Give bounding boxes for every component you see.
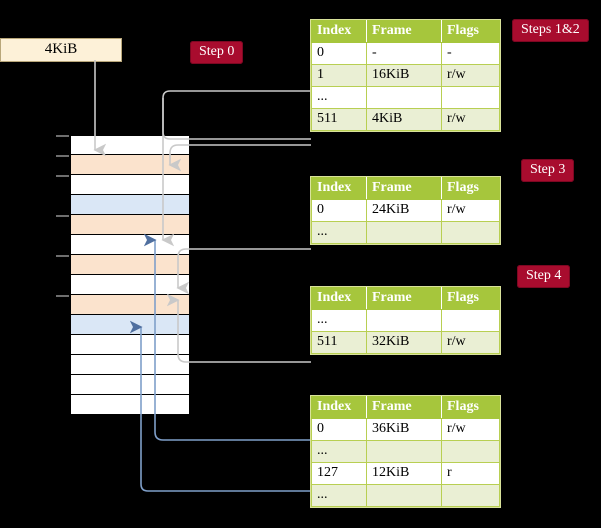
memory-frame-row-13 (70, 395, 190, 415)
memory-frame-row-7 (70, 275, 190, 295)
memory-tick-4 (56, 215, 69, 217)
badge-step-4: Step 4 (517, 265, 571, 288)
cell-frame (366, 309, 442, 332)
column-header-flags: Flags (441, 20, 500, 43)
cell-flags (441, 440, 500, 463)
badge-step-0-label: Step 0 (199, 44, 235, 59)
memory-frame-row-4 (70, 215, 190, 235)
cell-frame (366, 86, 442, 109)
cell-index: 1 (311, 64, 367, 87)
table-row: ... (311, 86, 500, 109)
column-header-index: Index (311, 287, 367, 310)
column-header-flags: Flags (441, 396, 500, 419)
cell-frame (366, 221, 442, 244)
badge-step-3: Step 3 (521, 159, 575, 182)
memory-frame-row-11 (70, 355, 190, 375)
column-header-frame: Frame (366, 20, 442, 43)
table-row: ... (311, 484, 500, 507)
cell-frame (366, 440, 442, 463)
badge-step-0: Step 0 (190, 41, 244, 64)
cell-index: ... (311, 309, 367, 332)
memory-frame-row-10 (70, 335, 190, 355)
cell-index: ... (311, 440, 367, 463)
badge-steps-1-2: Steps 1&2 (512, 19, 589, 42)
memory-tick-8 (56, 295, 69, 297)
cell-flags: r/w (441, 331, 500, 354)
cell-flags: - (441, 42, 500, 65)
memory-frame-row-3 (70, 195, 190, 215)
cell-index: 511 (311, 331, 367, 354)
column-header-flags: Flags (441, 177, 500, 200)
cell-index: ... (311, 86, 367, 109)
memory-frame-row-6 (70, 255, 190, 275)
cell-frame: 12KiB (366, 462, 442, 485)
cell-index: 0 (311, 199, 367, 222)
cell-index: 0 (311, 418, 367, 441)
cell-flags: r/w (441, 199, 500, 222)
table-row: 0-- (311, 42, 500, 65)
memory-tick-0 (56, 135, 69, 137)
cell-flags: r/w (441, 64, 500, 87)
table-row: ... (311, 440, 500, 463)
cell-frame: 36KiB (366, 418, 442, 441)
memory-tick-1 (56, 155, 69, 157)
memory-tick-2 (56, 175, 69, 177)
cell-frame: 16KiB (366, 64, 442, 87)
badge-step-3-label: Step 3 (530, 162, 566, 177)
badge-step-4-label: Step 4 (526, 268, 562, 283)
physical-memory-column (56, 135, 190, 415)
cell-index: 127 (311, 462, 367, 485)
table-row: ... (311, 309, 500, 332)
column-header-frame: Frame (366, 287, 442, 310)
cell-index: ... (311, 221, 367, 244)
memory-frame-row-1 (70, 155, 190, 175)
memory-frame-row-8 (70, 295, 190, 315)
memory-tick-6 (56, 255, 69, 257)
cell-flags: r/w (441, 108, 500, 131)
column-header-index: Index (311, 177, 367, 200)
cell-flags: r (441, 462, 500, 485)
cell-frame: - (366, 42, 442, 65)
cell-frame (366, 484, 442, 507)
cr3-register-label: 4KiB (44, 41, 78, 57)
memory-frame-row-5 (70, 235, 190, 255)
badge-steps-1-2-label: Steps 1&2 (521, 22, 580, 37)
cell-flags (441, 86, 500, 109)
cell-flags: r/w (441, 418, 500, 441)
table-row: ... (311, 221, 500, 244)
cell-flags (441, 309, 500, 332)
column-header-frame: Frame (366, 396, 442, 419)
column-header-index: Index (311, 396, 367, 419)
cell-flags (441, 221, 500, 244)
cell-frame: 24KiB (366, 199, 442, 222)
column-header-flags: Flags (441, 287, 500, 310)
cell-flags (441, 484, 500, 507)
memory-frame-row-12 (70, 375, 190, 395)
column-header-frame: Frame (366, 177, 442, 200)
cell-frame: 32KiB (366, 331, 442, 354)
cell-index: 0 (311, 42, 367, 65)
column-header-index: Index (311, 20, 367, 43)
cell-index: ... (311, 484, 367, 507)
cell-index: 511 (311, 108, 367, 131)
cell-frame: 4KiB (366, 108, 442, 131)
cr3-register-box: 4KiB (0, 38, 122, 62)
memory-frame-row-2 (70, 175, 190, 195)
